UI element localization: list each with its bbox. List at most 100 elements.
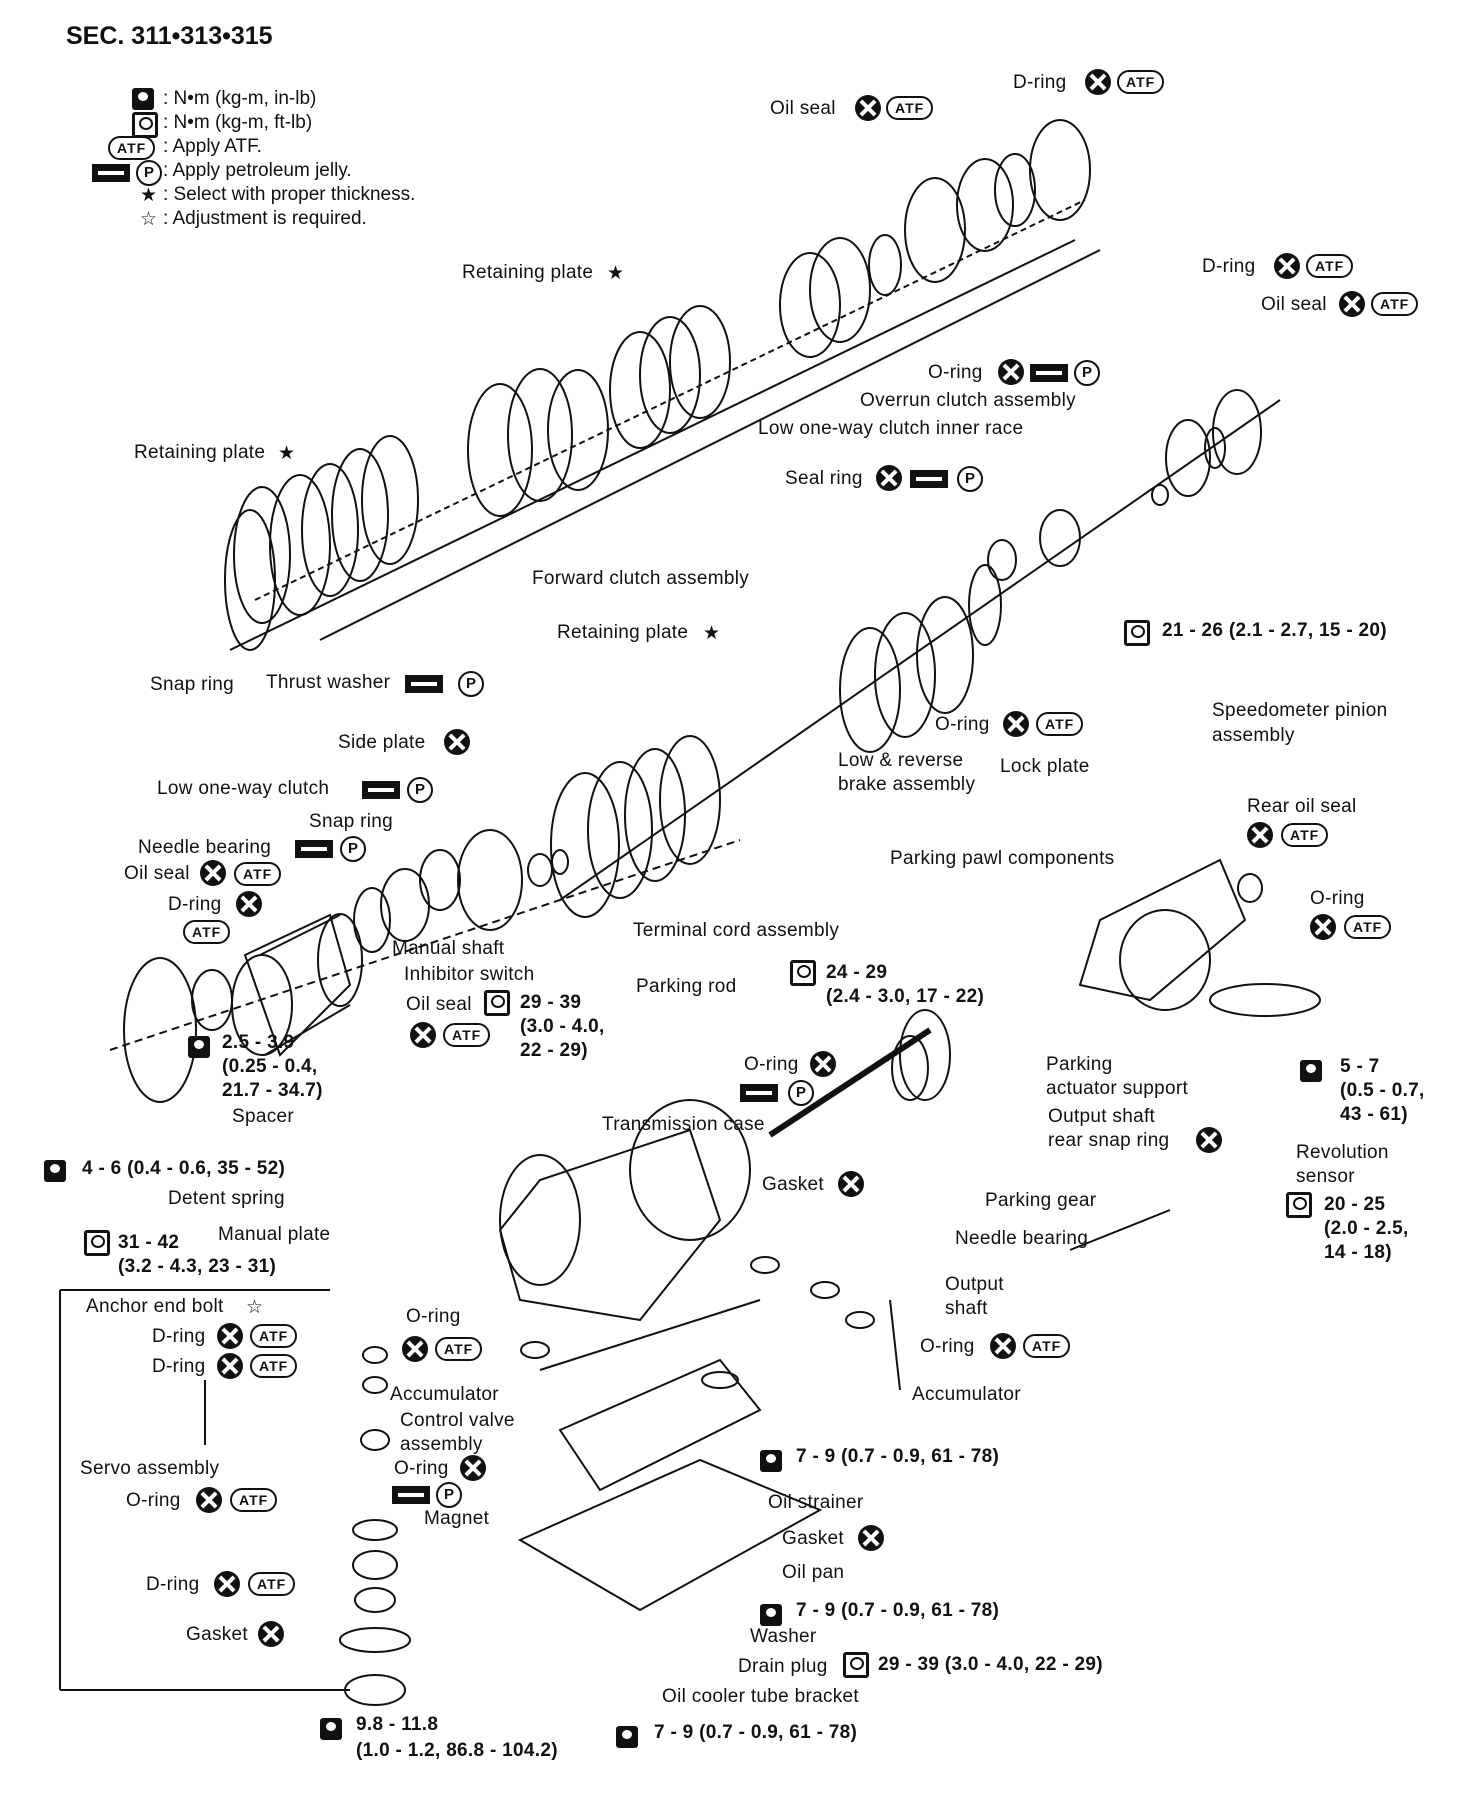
input-drum [231, 913, 363, 1057]
label-spacer: Spacer [232, 1106, 295, 1127]
label-servo-assembly: Servo assembly [80, 1458, 220, 1479]
forward-clutch-rings [233, 368, 609, 624]
label-washer: Washer [750, 1626, 817, 1647]
torque-24-29-a: 24 - 29 [826, 962, 888, 983]
jelly-icon [362, 781, 400, 799]
petroleum-p-icon: P [436, 1482, 462, 1508]
section-header: SEC. 311•313•315 [66, 22, 273, 50]
star-icon: ★ [140, 185, 158, 206]
label-o-ring-speedo: O-ring [935, 714, 990, 735]
petroleum-p-icon: P [957, 466, 983, 492]
label-lock-plate: Lock plate [1000, 756, 1090, 777]
label-d-ring-right: D-ring [1202, 256, 1256, 277]
label-output-shaft-1: Output [945, 1274, 1004, 1295]
torque-wrench-outline-icon [790, 960, 816, 986]
torque-20-25-b: (2.0 - 2.5, [1324, 1218, 1409, 1239]
label-oil-seal-inhibitor: Oil seal [406, 994, 472, 1015]
label-overrun-clutch: Overrun clutch assembly [860, 390, 1076, 411]
legend-apply-atf: : Apply ATF. [163, 136, 262, 157]
torque-29-39-b: (3.0 - 4.0, [520, 1016, 605, 1037]
extension-housing [1078, 858, 1263, 1011]
torque-20-25-a: 20 - 25 [1324, 1194, 1386, 1215]
torque-wrench-filled-icon [188, 1036, 210, 1058]
low-reverse-rings [550, 564, 1002, 918]
control-valve [517, 1358, 823, 1612]
label-control-valve-2: assembly [400, 1434, 483, 1455]
label-snap-ring-left: Snap ring [150, 674, 235, 695]
label-d-ring-servo-3: D-ring [146, 1574, 200, 1595]
label-forward-clutch: Forward clutch assembly [532, 568, 750, 589]
torque-wrench-filled-icon [320, 1718, 342, 1740]
torque-7-9-c: 7 - 9 (0.7 - 0.9, 61 - 78) [654, 1722, 858, 1743]
petroleum-p-icon: P [788, 1080, 814, 1106]
label-inhibitor-switch: Inhibitor switch [404, 964, 535, 985]
label-speedometer-2: assembly [1212, 725, 1295, 746]
label-parking-rod: Parking rod [636, 976, 737, 997]
torque-5-7-a: 5 - 7 [1340, 1056, 1380, 1077]
torque-wrench-outline-icon [84, 1230, 110, 1256]
transmission-case [498, 1099, 751, 1322]
legend-apply-jelly: : Apply petroleum jelly. [163, 160, 352, 181]
label-accumulator-right: Accumulator [912, 1384, 1021, 1405]
replace-x-icon [1274, 253, 1300, 279]
torque-wrench-outline-icon [1286, 1192, 1312, 1218]
replace-x-icon [990, 1333, 1016, 1359]
atf-icon: ATF [1306, 254, 1354, 278]
torque-wrench-outline-icon [132, 112, 158, 138]
label-d-ring-top: D-ring [1013, 72, 1067, 93]
label-control-valve-1: Control valve [400, 1410, 515, 1431]
label-o-ring-control-valve: O-ring [394, 1458, 449, 1479]
overrun-clutch-rings [609, 119, 1091, 449]
torque-31-42-a: 31 - 42 [118, 1232, 180, 1253]
label-oil-seal-top: Oil seal [770, 98, 836, 119]
label-output-snap-2: rear snap ring [1048, 1130, 1170, 1151]
jelly-icon [92, 164, 130, 182]
replace-x-icon [810, 1051, 836, 1077]
replace-x-icon [1003, 711, 1029, 737]
petroleum-p-icon: P [1074, 360, 1100, 386]
label-parking-actuator-2: actuator support [1046, 1078, 1189, 1099]
torque-31-42-b: (3.2 - 4.3, 23 - 31) [118, 1256, 277, 1277]
torque-7-9-b: 7 - 9 (0.7 - 0.9, 61 - 78) [796, 1600, 1000, 1621]
torque-2-5-a: 2.5 - 3.9 [222, 1032, 295, 1053]
jelly-icon [1030, 364, 1068, 382]
petroleum-p-icon: P [340, 836, 366, 862]
torque-4-6: 4 - 6 (0.4 - 0.6, 35 - 52) [82, 1158, 286, 1179]
atf-icon: ATF [234, 862, 282, 886]
jelly-icon [392, 1486, 430, 1504]
jelly-icon [740, 1084, 778, 1102]
label-o-ring-servo: O-ring [126, 1490, 181, 1511]
label-o-ring-accumulator: O-ring [406, 1306, 461, 1327]
atf-icon: ATF [1281, 823, 1329, 847]
atf-icon: ATF [886, 96, 934, 120]
open-star-icon: ☆ [140, 209, 158, 230]
torque-20-25-c: 14 - 18) [1324, 1242, 1392, 1263]
label-detent-spring: Detent spring [168, 1188, 285, 1209]
torque-wrench-filled-icon [1300, 1060, 1322, 1082]
torque-wrench-filled-icon [616, 1726, 638, 1748]
atf-icon: ATF [443, 1023, 491, 1047]
torque-wrench-filled-icon [760, 1450, 782, 1472]
label-snap-ring-mid: Snap ring [309, 811, 394, 832]
atf-icon: ATF [230, 1488, 278, 1512]
replace-x-icon [214, 1571, 240, 1597]
replace-x-icon [1085, 69, 1111, 95]
torque-wrench-filled-icon [760, 1604, 782, 1626]
legend-torque-ft-lb: : N•m (kg-m, ft-lb) [163, 112, 313, 133]
petroleum-p-icon: P [136, 160, 162, 186]
label-parking-pawl: Parking pawl components [890, 848, 1115, 869]
replace-x-icon [876, 465, 902, 491]
label-speedometer-1: Speedometer pinion [1212, 700, 1388, 721]
label-needle-bearing-top: Needle bearing [138, 837, 272, 858]
label-output-shaft-2: shaft [945, 1298, 988, 1319]
atf-icon: ATF [1036, 712, 1084, 736]
label-revolution-2: sensor [1296, 1166, 1355, 1187]
label-low-reverse-1: Low & reverse [838, 750, 964, 771]
label-needle-bearing-bottom: Needle bearing [955, 1228, 1089, 1249]
atf-icon: ATF [250, 1324, 298, 1348]
replace-x-icon [402, 1336, 428, 1362]
replace-x-icon [1247, 822, 1273, 848]
open-star-icon: ☆ [246, 1297, 264, 1318]
